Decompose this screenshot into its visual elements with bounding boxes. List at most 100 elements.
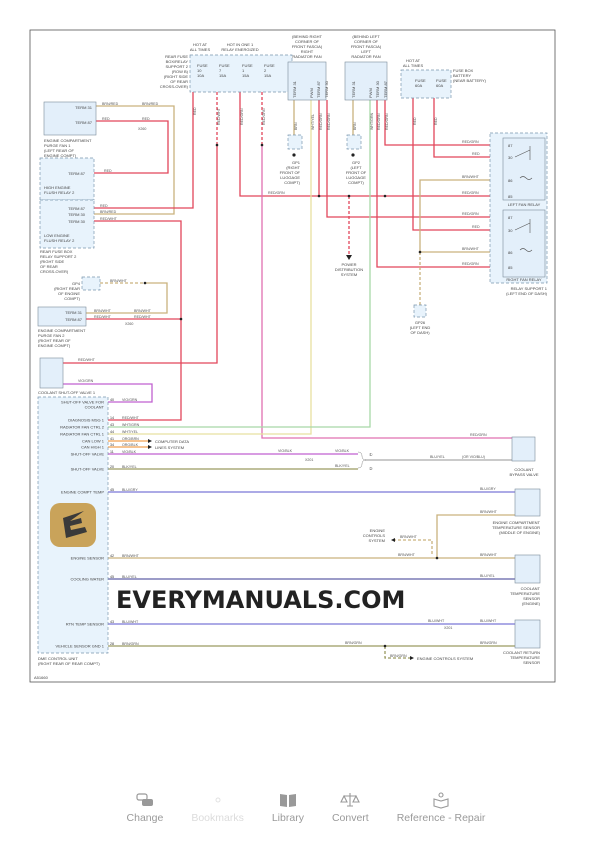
svg-text:RELAY SUPPORT 1: RELAY SUPPORT 1 [511,286,548,291]
svg-text:(LEFT: (LEFT [350,165,362,170]
svg-text:FUSE: FUSE [436,78,447,83]
label: HIGH ENGINE [44,185,71,190]
label: (LEFT REAR OF [44,148,74,153]
right-fan-relay [502,209,546,278]
manual-icon [433,792,449,809]
label: TERM 87 [65,317,83,322]
svg-text:RED/GRN: RED/GRN [377,113,381,130]
svg-text:SENSOR: SENSOR [523,660,540,665]
nav-convert[interactable]: Convert [332,786,369,824]
coolant-shut-off-valve-1 [39,357,64,389]
wire-label: RED/WHT [122,416,140,420]
label: RELAY ENERGIZED [221,47,258,52]
dme-pin-number: 43 [110,423,114,427]
dme-pin-name: CAN LOW 1 [82,439,105,444]
svg-text:GP2: GP2 [352,160,361,165]
svg-text:10: 10 [197,68,202,73]
label: TERM 87 [75,120,93,125]
svg-text:FUSE: FUSE [242,63,253,68]
svg-text:(BEHIND RIGHT: (BEHIND RIGHT [292,34,323,39]
svg-text:BLU/YEL: BLU/YEL [480,574,495,578]
svg-text:TERM 31: TERM 31 [292,80,297,98]
wire-label: RED/WHT [100,217,118,221]
coolant-temp-labels: COOLANT TEMPERATURE SENSOR (ENGINE) BLU/… [480,574,541,606]
wire-label: VIO/BLK [122,450,137,454]
svg-text:FUSE: FUSE [264,63,275,68]
svg-text:RED: RED [413,117,417,125]
dme-pin-name: RADIATOR FAN CTRL 2 [60,425,105,430]
nav-reference-repair[interactable]: Reference - Repair [396,786,486,824]
svg-text:(LEFT END OF DASH): (LEFT END OF DASH) [506,291,547,296]
wire-label: BRN/RED [142,102,159,106]
svg-text:30: 30 [508,155,513,160]
rear-fuse-box [189,54,293,93]
label: TERM 30 [68,212,86,217]
svg-text:BRN/WHT: BRN/WHT [400,535,418,539]
svg-text:COOLANT: COOLANT [521,586,541,591]
svg-text:60A: 60A [436,83,443,88]
nav-label: Reference - Repair [396,812,486,824]
fuse-wire-labels: RED RED/WHT RED/GRN RED/GRN [193,107,266,125]
dme-pin-number: 45 [110,488,114,492]
nav-bookmarks[interactable]: Bookmarks [191,786,244,824]
svg-text:RED/GRN: RED/GRN [462,262,479,266]
label: OF REAR [40,264,58,269]
label: COMPUTER DATA [155,439,189,444]
svg-text:2: 2 [264,68,267,73]
svg-text:FUSE BOX: FUSE BOX [453,68,474,73]
dme-pin-number: 20 [110,465,114,469]
book-icon [279,794,296,807]
label: LOW ENGINE [44,233,70,238]
dme-pin-number: 42 [110,554,114,558]
dme-pin-number: 28 [110,642,114,646]
dme-pin-number: 41 [110,437,114,441]
nav-change[interactable]: Change [127,786,163,824]
svg-text:FUSE: FUSE [197,63,208,68]
svg-text:RADIATOR FAN: RADIATOR FAN [351,54,380,59]
svg-text:TEMPERATURE: TEMPERATURE [510,591,540,596]
label: OF ENGINE [58,291,80,296]
label: REAR FUSE BOX [40,249,73,254]
svg-text:HOT AT: HOT AT [406,58,421,63]
label: LINES SYSTEM [155,445,184,450]
nav-label: Convert [331,812,369,824]
svg-text:BLU/WHT: BLU/WHT [428,619,445,623]
label: ENGINE COMPT) [38,343,71,348]
dme-pin-number: 45 [110,575,114,579]
svg-text:LUGGAGE: LUGGAGE [346,175,366,180]
svg-text:RED/GRN: RED/GRN [462,191,479,195]
svg-text:(NEAR BATTERY): (NEAR BATTERY) [453,78,487,83]
scale-icon [340,793,361,807]
svg-text:RADIATOR FAN: RADIATOR FAN [292,54,321,59]
svg-text:BLU/WHT: BLU/WHT [480,619,497,623]
gp2-ground [346,134,362,150]
dme-pin-name: RTN TEMP SENSOR [66,622,104,627]
svg-text:FUSE: FUSE [219,63,230,68]
svg-text:86: 86 [508,250,513,255]
svg-text:15A: 15A [264,73,271,78]
nav-library[interactable]: Library [272,786,304,824]
cars-icon [136,793,153,806]
dme-pin-name: VEHICLE SENSOR GND 1 [56,644,105,649]
wires [63,92,515,659]
wire-label: BLU/WHT [122,620,139,624]
coolant-return-labels: COOLANT RETURN TEMPERATURE SENSOR BLU/WH… [345,619,540,665]
label: (RIGHT SIDE [164,74,188,79]
svg-text:FRONT FASCIA): FRONT FASCIA) [292,44,323,49]
wire-label: BLU/YEL [122,575,137,579]
svg-text:WHT/GRN: WHT/GRN [370,112,374,130]
label: PURGE FAN 1 [44,143,71,148]
svg-text:TERM 31: TERM 31 [351,80,356,98]
dme-pin-number: 34 [110,443,114,447]
svg-text:15A: 15A [242,73,249,78]
svg-text:CORNER OF: CORNER OF [295,39,320,44]
svg-text:RED: RED [434,117,438,125]
svg-text:ENGINE: ENGINE [370,528,386,533]
svg-text:RED/GRN: RED/GRN [462,212,479,216]
wire-label: VIO/BLK [278,449,293,453]
label: SUPPORT 2 [165,64,188,69]
watermark: EVERYMANUALS.COM [50,503,405,614]
right-radiator-fan [287,61,327,101]
dme-pin-name: COOLING WATER [70,577,104,582]
label: ENGINE COMPT) [44,153,77,158]
